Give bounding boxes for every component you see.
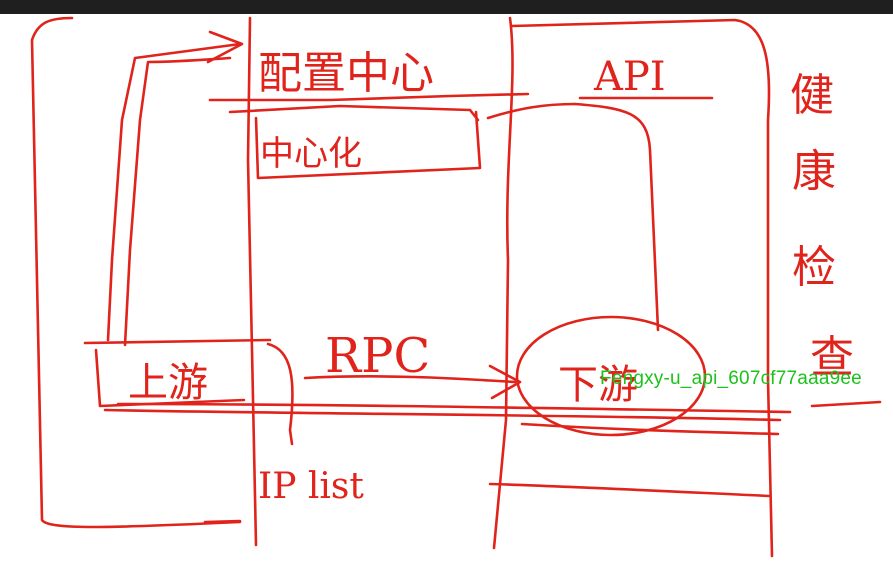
- rpc-label: RPC: [325, 328, 430, 384]
- registry-center-label: 中心化: [260, 134, 362, 174]
- health-check-char-4: 查: [810, 332, 854, 383]
- upstream-box: [83, 338, 272, 408]
- rpc-arrowhead: [488, 364, 522, 400]
- window-top-bar: [0, 0, 893, 14]
- health-check-underline: [810, 400, 882, 408]
- long-horizontal-line-1: [103, 408, 782, 422]
- right-panel-outline: [510, 18, 774, 558]
- config-center-underline: [208, 92, 530, 102]
- ip-list-bracket: [266, 342, 294, 446]
- health-check-char-2: 康: [792, 146, 836, 197]
- upstream-label: 上游: [128, 360, 208, 406]
- right-panel-bottom: [488, 482, 772, 498]
- outer-bottom-dash: [203, 519, 242, 524]
- outer-left-bracket: [30, 16, 242, 529]
- api-label: API: [593, 54, 666, 100]
- rpc-arrow-line: [303, 375, 517, 384]
- downstream-circle: [515, 315, 707, 437]
- upstream-to-config-line-2: [123, 56, 232, 347]
- upstream-to-config-arrowhead: [206, 30, 244, 64]
- ip-list-label: IP list: [258, 466, 364, 507]
- config-center-label: 配置中心: [258, 48, 434, 99]
- api-to-downstream-line: [573, 102, 660, 332]
- upstream-to-config-line: [106, 42, 242, 342]
- downstream-label: 下游: [558, 362, 638, 408]
- left-column-divider: [246, 16, 258, 547]
- registry-box: [254, 110, 482, 180]
- middle-column-divider: [492, 16, 514, 550]
- api-to-config-connector: [486, 102, 577, 120]
- health-check-char-1: 健: [790, 70, 834, 121]
- health-check-char-3: 检: [792, 242, 836, 293]
- watermark-text: Fengxy-u_api_607cf77aaa9ee: [600, 368, 862, 389]
- config-center-underline-2: [228, 104, 480, 122]
